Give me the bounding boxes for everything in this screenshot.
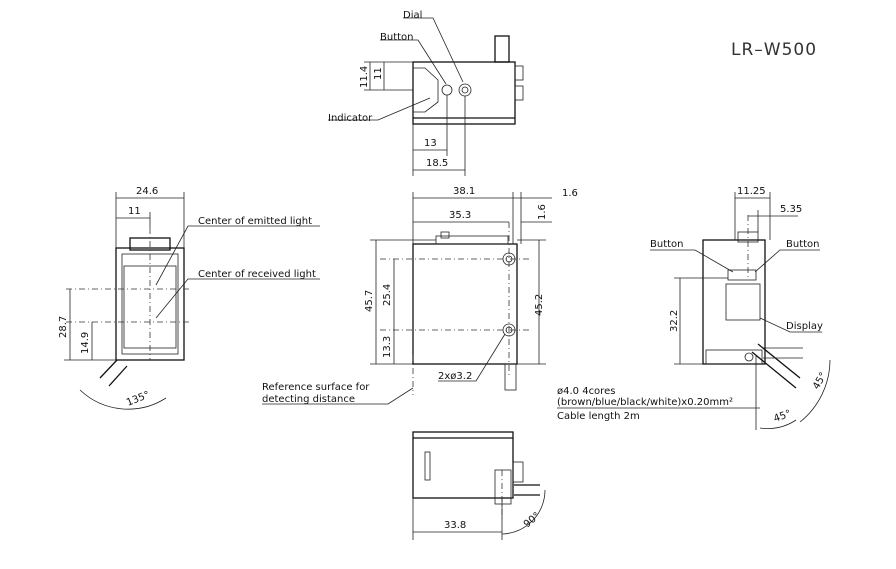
dim-front-45-2: 45.2	[534, 294, 545, 316]
dim-front-25-4: 25.4	[382, 284, 393, 306]
dim-right-11-25: 11.25	[737, 186, 766, 197]
dim-right-45-b: 45°	[772, 408, 792, 424]
dim-left-11: 11	[128, 206, 141, 217]
dim-left-24-6: 24.6	[136, 186, 158, 197]
left-view: 24.6 11 28.7 14.9 135° Center of emitted…	[58, 186, 320, 410]
dim-right-5-35: 5.35	[780, 204, 802, 215]
model-title: LR–W500	[731, 40, 817, 60]
cable-line-1: ø4.0 4cores	[557, 386, 615, 397]
label-button-top: Button	[380, 32, 414, 43]
dim-front-38-1: 38.1	[453, 186, 475, 197]
top-view: Dial Button Indicator 11.4 11 13 18.5	[328, 10, 524, 176]
label-display: Display	[786, 321, 823, 332]
bottom-view: 33.8 90°	[412, 431, 546, 540]
right-view: 11.25 5.35 32.2 Button Button Display 45…	[650, 186, 831, 430]
dim-front-1-6-a: 1.6	[562, 188, 578, 199]
dim-top-13: 13	[424, 138, 437, 149]
dim-front-13-3: 13.3	[382, 336, 393, 358]
dim-top-11: 11	[373, 67, 384, 80]
front-view: 38.1 35.3 1.6 1.6 45.7 25.4 13.3 45.2 2x…	[262, 186, 578, 405]
label-button-right-view-right: Button	[786, 239, 820, 250]
dim-left-14-9: 14.9	[80, 332, 91, 354]
dim-front-45-7: 45.7	[364, 290, 375, 312]
dim-left-28-7: 28.7	[58, 316, 69, 338]
label-dial: Dial	[403, 10, 422, 21]
dim-front-35-3: 35.3	[449, 210, 471, 221]
dim-bottom-33-8: 33.8	[444, 520, 466, 531]
label-indicator: Indicator	[328, 113, 373, 124]
dim-front-holes: 2xø3.2	[438, 371, 472, 382]
label-received-light: Center of received light	[198, 269, 316, 280]
label-reference-1: Reference surface for	[262, 382, 370, 393]
dim-top-11-4: 11.4	[359, 66, 370, 88]
dim-right-32-2: 32.2	[669, 310, 680, 332]
label-button-right-view-left: Button	[650, 239, 684, 250]
cable-line-3: Cable length 2m	[557, 411, 640, 422]
label-reference-2: detecting distance	[262, 394, 355, 405]
cable-spec: ø4.0 4cores (brown/blue/black/white)x0.2…	[557, 386, 760, 422]
cable-line-2: (brown/blue/black/white)x0.20mm²	[557, 397, 733, 408]
dim-top-18-5: 18.5	[426, 158, 448, 169]
label-emitted-light: Center of emitted light	[198, 216, 312, 227]
dim-front-1-6-b: 1.6	[537, 204, 548, 220]
dim-left-135: 135°	[125, 390, 151, 409]
